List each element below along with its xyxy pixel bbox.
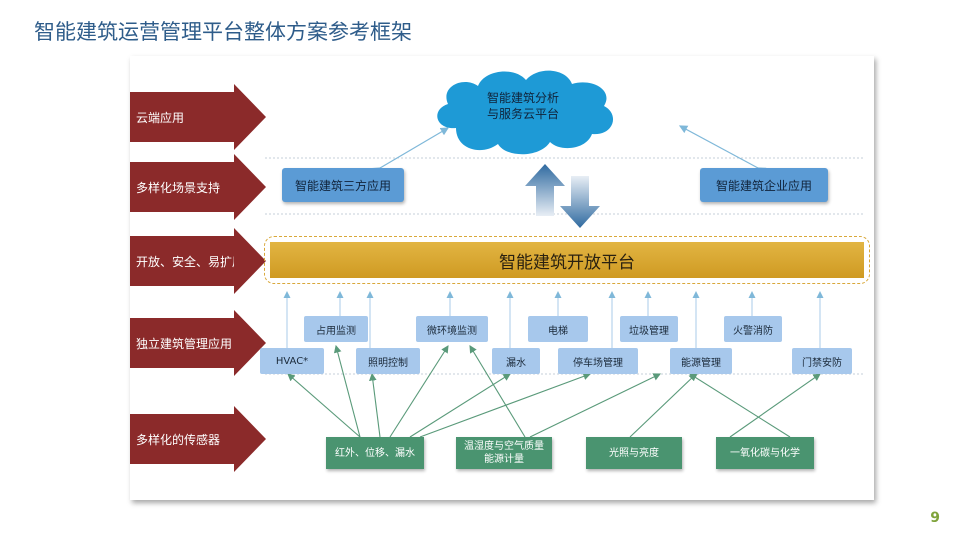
layer-sensors: 多样化的传感器 [130, 406, 266, 472]
app-water-leak: 漏水 [492, 348, 540, 374]
layer-building-apps: 独立建筑管理应用 [130, 310, 266, 376]
sensor-connectors [287, 344, 821, 438]
cloud-platform-label: 智能建筑分析 与服务云平台 [486, 91, 559, 121]
app-energy-management: 能源管理 [670, 348, 732, 374]
framework-diagram: 云端应用 多样化场景支持 开放、安全、易扩展 独立建筑管理应用 多样化的传感器 … [130, 56, 874, 500]
up-arrow [525, 164, 565, 216]
app-elevator: 电梯 [528, 316, 588, 342]
app-up-arrows [283, 291, 824, 348]
platform-outline [264, 236, 870, 284]
app-micro-env-monitoring: 微环境监测 [416, 316, 488, 342]
layer-scenario-support: 多样化场景支持 [130, 154, 266, 220]
app-access-security: 门禁安防 [792, 348, 852, 374]
app-parking-management: 停车场管理 [558, 348, 638, 374]
down-arrow [560, 176, 600, 228]
page-number: 9 [930, 510, 940, 526]
cloud-shape [437, 70, 614, 155]
third-party-apps-box: 智能建筑三方应用 [282, 168, 404, 202]
sensor-temp-humidity-air: 温湿度与空气质量能源计量 [456, 437, 552, 469]
app-fire-alarm: 火警消防 [724, 316, 782, 342]
app-occupancy-monitoring: 占用监测 [304, 316, 368, 342]
slide-title: 智能建筑运营管理平台整体方案参考框架 [34, 20, 412, 44]
sensor-light-brightness: 光照与亮度 [586, 437, 682, 469]
app-waste-management: 垃圾管理 [620, 316, 678, 342]
app-hvac: HVAC* [260, 348, 324, 374]
enterprise-apps-box: 智能建筑企业应用 [700, 168, 828, 202]
layer-open-secure: 开放、安全、易扩展 [130, 228, 266, 294]
open-platform-bar: 智能建筑开放平台 [270, 242, 864, 278]
sensor-infrared-motion-leak: 红外、位移、漏水 [326, 437, 424, 469]
diagram-lines [265, 70, 864, 438]
sensor-co-chemical: 一氧化碳与化学 [716, 437, 814, 469]
layer-cloud-apps: 云端应用 [130, 84, 266, 150]
app-lighting-control: 照明控制 [356, 348, 420, 374]
